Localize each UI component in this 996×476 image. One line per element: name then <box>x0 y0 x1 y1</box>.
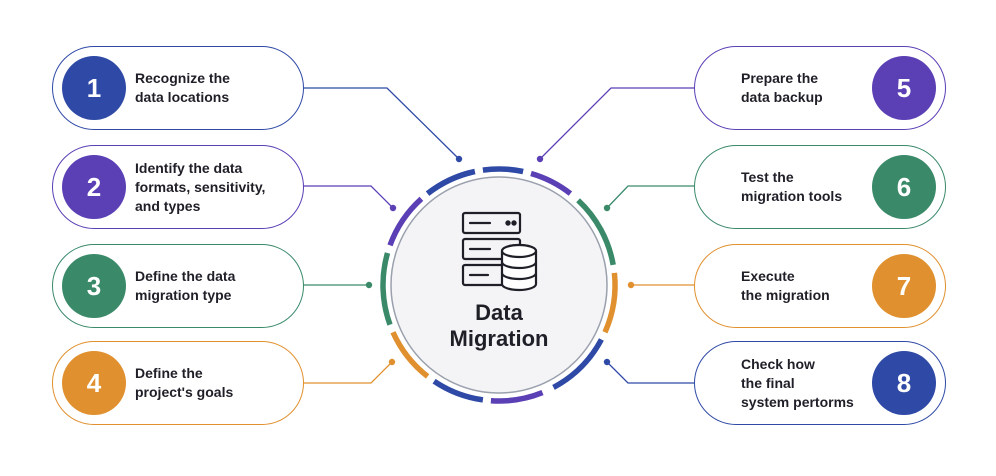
connector-dot-3-end <box>365 281 373 289</box>
ring-segment-5 <box>602 272 618 334</box>
connector-line-4 <box>286 361 393 384</box>
step-label: Check how the final system pertorms <box>741 342 871 424</box>
step-label-line: system pertorms <box>741 393 854 410</box>
step-card-6: 6 Test the migration tools <box>694 145 946 229</box>
step-label-line: Execute <box>741 268 795 284</box>
connector-dot-4-end <box>388 358 396 366</box>
connector-dot-7-end <box>627 281 635 289</box>
step-label-line: Prepare the <box>741 70 819 86</box>
connector-line-2 <box>286 185 394 209</box>
step-number-badge: 7 <box>872 254 936 318</box>
center-title-line-2: Migration <box>449 326 549 351</box>
connector-line-6 <box>606 185 714 209</box>
ring-segment-9 <box>390 331 430 379</box>
step-card-1: 1 Recognize the data locations <box>52 46 304 130</box>
step-number-badge: 4 <box>62 351 126 415</box>
connector-dot-2-end <box>389 204 397 212</box>
ring-segment-12 <box>425 169 472 196</box>
step-label-line: Identify the data <box>135 159 243 176</box>
connector-line-1 <box>286 87 460 160</box>
step-number-badge: 2 <box>62 155 126 219</box>
step-label: Prepare the data backup <box>741 47 871 129</box>
step-label: Define the project's goals <box>135 342 295 424</box>
step-card-2: 2 Identify the data formats, sensitivity, a… <box>52 145 304 229</box>
step-number-badge: 8 <box>872 351 936 415</box>
connector-dot-6-end <box>603 204 611 212</box>
connector-dot-8-end <box>603 358 611 366</box>
database-server-icon <box>461 211 538 292</box>
connector-dot-5-end <box>536 155 544 163</box>
connector-line-8 <box>606 361 714 384</box>
ring-segment-10 <box>380 252 393 326</box>
step-label: Test the migration tools <box>741 146 871 228</box>
step-label-line: Define the <box>135 365 203 381</box>
ring-segment-11 <box>387 196 424 247</box>
step-label-line: migration type <box>135 287 232 303</box>
step-number-badge: 5 <box>872 56 936 120</box>
step-label-line: and types <box>135 197 201 214</box>
connector-line-5 <box>539 87 714 160</box>
ring-segment-4 <box>576 198 616 266</box>
step-number-badge: 6 <box>872 155 936 219</box>
step-label: Define the data migration type <box>135 245 295 327</box>
step-card-5: 5 Prepare the data backup <box>694 46 946 130</box>
step-label-line: Define the data <box>135 268 236 284</box>
step-card-7: 7 Execute the migration <box>694 244 946 328</box>
step-label-line: the final <box>741 374 795 391</box>
step-number-badge: 3 <box>62 254 126 318</box>
step-label-line: Test the <box>741 169 794 185</box>
step-label-line: formats, sensitivity, <box>135 178 266 195</box>
step-number-badge: 1 <box>62 56 126 120</box>
ring-segment-2 <box>482 166 524 175</box>
connector-dot-1-end <box>455 155 463 163</box>
step-label: Identify the data formats, sensitivity, an… <box>135 146 295 228</box>
step-label-line: the migration <box>741 287 830 303</box>
step-card-4: 4 Define the project's goals <box>52 341 304 425</box>
step-label-line: data locations <box>135 89 230 105</box>
step-label-line: data backup <box>741 89 823 105</box>
ring-segment-6 <box>552 338 604 390</box>
ring-segment-8 <box>432 378 484 403</box>
center-title-line-1: Data <box>475 300 523 325</box>
step-card-8: 8 Check how the final system pertorms <box>694 341 946 425</box>
step-label: Execute the migration <box>741 245 871 327</box>
center-title: Data Migration <box>399 300 599 352</box>
ring-segment-7 <box>490 390 544 404</box>
ring-segment-3 <box>530 170 573 196</box>
step-label-line: Check how <box>741 355 815 372</box>
step-label: Recognize the data locations <box>135 47 295 129</box>
step-card-3: 3 Define the data migration type <box>52 244 304 328</box>
step-label-line: Recognize the <box>135 70 230 86</box>
step-label-line: migration tools <box>741 188 843 204</box>
step-label-line: project's goals <box>135 384 234 400</box>
